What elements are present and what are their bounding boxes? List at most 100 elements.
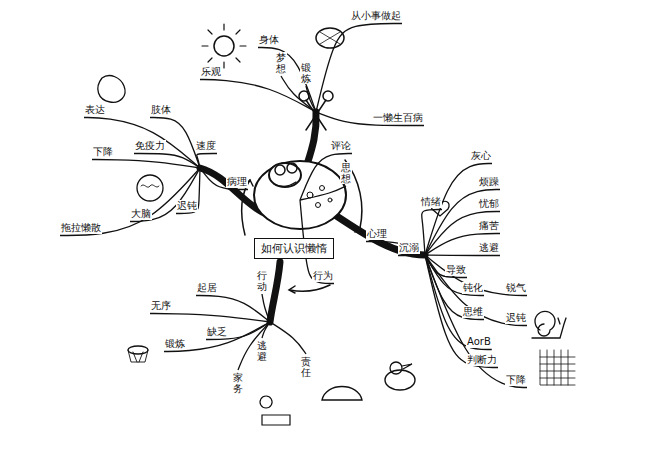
branch-label: 下降 xyxy=(92,146,114,158)
branch-line xyxy=(425,255,498,368)
branch-label: 逃避 xyxy=(256,340,268,362)
branch-label: 一懒生百病 xyxy=(372,112,424,124)
branch-label: 免疫力 xyxy=(134,140,166,152)
branch-label: 身体 xyxy=(258,34,280,46)
branch-line xyxy=(206,322,270,340)
branch-line xyxy=(130,168,200,222)
branch-line xyxy=(425,255,527,388)
shell-icon xyxy=(322,387,362,401)
lion-icon xyxy=(98,76,125,103)
fruit-icon xyxy=(316,28,344,48)
branch-line xyxy=(425,234,500,256)
branch-label: 下降 xyxy=(505,374,527,386)
branch-label: 无序 xyxy=(150,300,172,312)
toad-spot xyxy=(320,186,325,191)
branch-label: 表达 xyxy=(84,104,106,116)
branch-label: 责任 xyxy=(300,356,312,378)
sun-icon xyxy=(214,36,234,56)
branch-label: 钝化 xyxy=(462,282,484,294)
branch-line xyxy=(425,255,484,296)
branch-label: 烦躁 xyxy=(478,176,500,188)
branch-line xyxy=(164,322,270,352)
toad-mouth xyxy=(274,182,296,186)
sleeper-icon xyxy=(260,396,290,425)
branch-label: 逃避 xyxy=(478,242,500,254)
branch-label: 肢体 xyxy=(150,104,172,116)
branch-label: 痛苦 xyxy=(478,220,500,232)
branch-label: 思想 xyxy=(340,162,352,184)
branch-line xyxy=(60,168,200,236)
brain-icon xyxy=(137,175,163,201)
branch-label: 行为 xyxy=(312,270,334,282)
toad-spot xyxy=(328,198,332,202)
bird-icon xyxy=(390,362,402,374)
branch-label: 忧郁 xyxy=(478,198,500,210)
branch-label: 锻炼 xyxy=(300,62,312,84)
grid-icon xyxy=(540,350,575,385)
branch-line xyxy=(316,24,402,113)
branch-label: 从小事做起 xyxy=(350,10,402,22)
branch-label: 大脑 xyxy=(130,208,152,220)
branch-line xyxy=(258,48,316,113)
branch-label: 缺乏 xyxy=(206,326,228,338)
toad-eye xyxy=(275,165,285,175)
hoop-icon xyxy=(128,350,148,362)
cycle-arrow xyxy=(242,180,250,235)
branch-label: 灰心 xyxy=(470,150,492,162)
main-branch xyxy=(270,262,280,322)
branch-label: 评论 xyxy=(330,140,352,152)
branch-line xyxy=(398,254,425,256)
branch-label: 行动 xyxy=(256,270,268,292)
toad-eye xyxy=(287,163,297,173)
toad-head xyxy=(269,163,301,187)
snail-icon xyxy=(535,311,555,336)
branch-label: 锻炼 xyxy=(164,338,186,350)
branch-line xyxy=(300,154,352,201)
branch-line xyxy=(270,322,306,354)
branch-line xyxy=(92,160,200,169)
arrow-head xyxy=(355,228,362,234)
branch-line xyxy=(306,86,316,112)
branch-line xyxy=(425,255,527,326)
hoop-icon xyxy=(128,346,148,354)
branch-label: 沉溺 xyxy=(398,242,420,254)
branch-line xyxy=(300,186,346,200)
branch-label: 迟钝 xyxy=(505,312,527,324)
branch-line xyxy=(196,296,270,323)
branch-label: 家务 xyxy=(232,372,244,394)
branch-label: 导致 xyxy=(445,264,467,276)
central-topic: 如何认识懒惰 xyxy=(254,238,334,259)
branch-line xyxy=(366,242,425,256)
snail-icon xyxy=(532,318,566,338)
branch-line xyxy=(84,118,200,169)
brain-icon xyxy=(141,185,159,187)
scissors xyxy=(323,91,333,101)
arrow-head xyxy=(289,286,295,293)
main-branch xyxy=(335,215,425,255)
branch-line xyxy=(150,314,270,323)
branch-label: 速度 xyxy=(195,140,217,152)
branch-line xyxy=(200,80,316,113)
branch-line xyxy=(316,112,424,126)
branch-label: 判断力 xyxy=(466,354,498,366)
branch-label: 起居 xyxy=(196,282,218,294)
branch-label: 心理 xyxy=(366,228,388,240)
toad-body xyxy=(254,161,346,229)
main-branch xyxy=(200,168,262,212)
branch-line xyxy=(425,254,500,256)
branch-line xyxy=(425,212,500,256)
branch-label: 思维 xyxy=(462,306,484,318)
branch-label: 情绪 xyxy=(420,196,442,208)
toad-spot xyxy=(316,203,321,208)
sun-rays xyxy=(202,24,246,68)
branch-label: 迟钝 xyxy=(176,200,198,212)
branch-label: 拖拉懒散 xyxy=(60,222,102,234)
branch-label: 乐观 xyxy=(200,66,222,78)
cycle-arrow xyxy=(290,285,330,291)
branch-label: 梦想 xyxy=(275,52,287,74)
branch-line xyxy=(238,322,270,370)
bird-icon xyxy=(402,364,412,369)
branch-label: 锐气 xyxy=(505,282,527,294)
topic-text: 如何认识懒惰 xyxy=(261,241,327,256)
branch-label: 病理 xyxy=(226,176,248,188)
